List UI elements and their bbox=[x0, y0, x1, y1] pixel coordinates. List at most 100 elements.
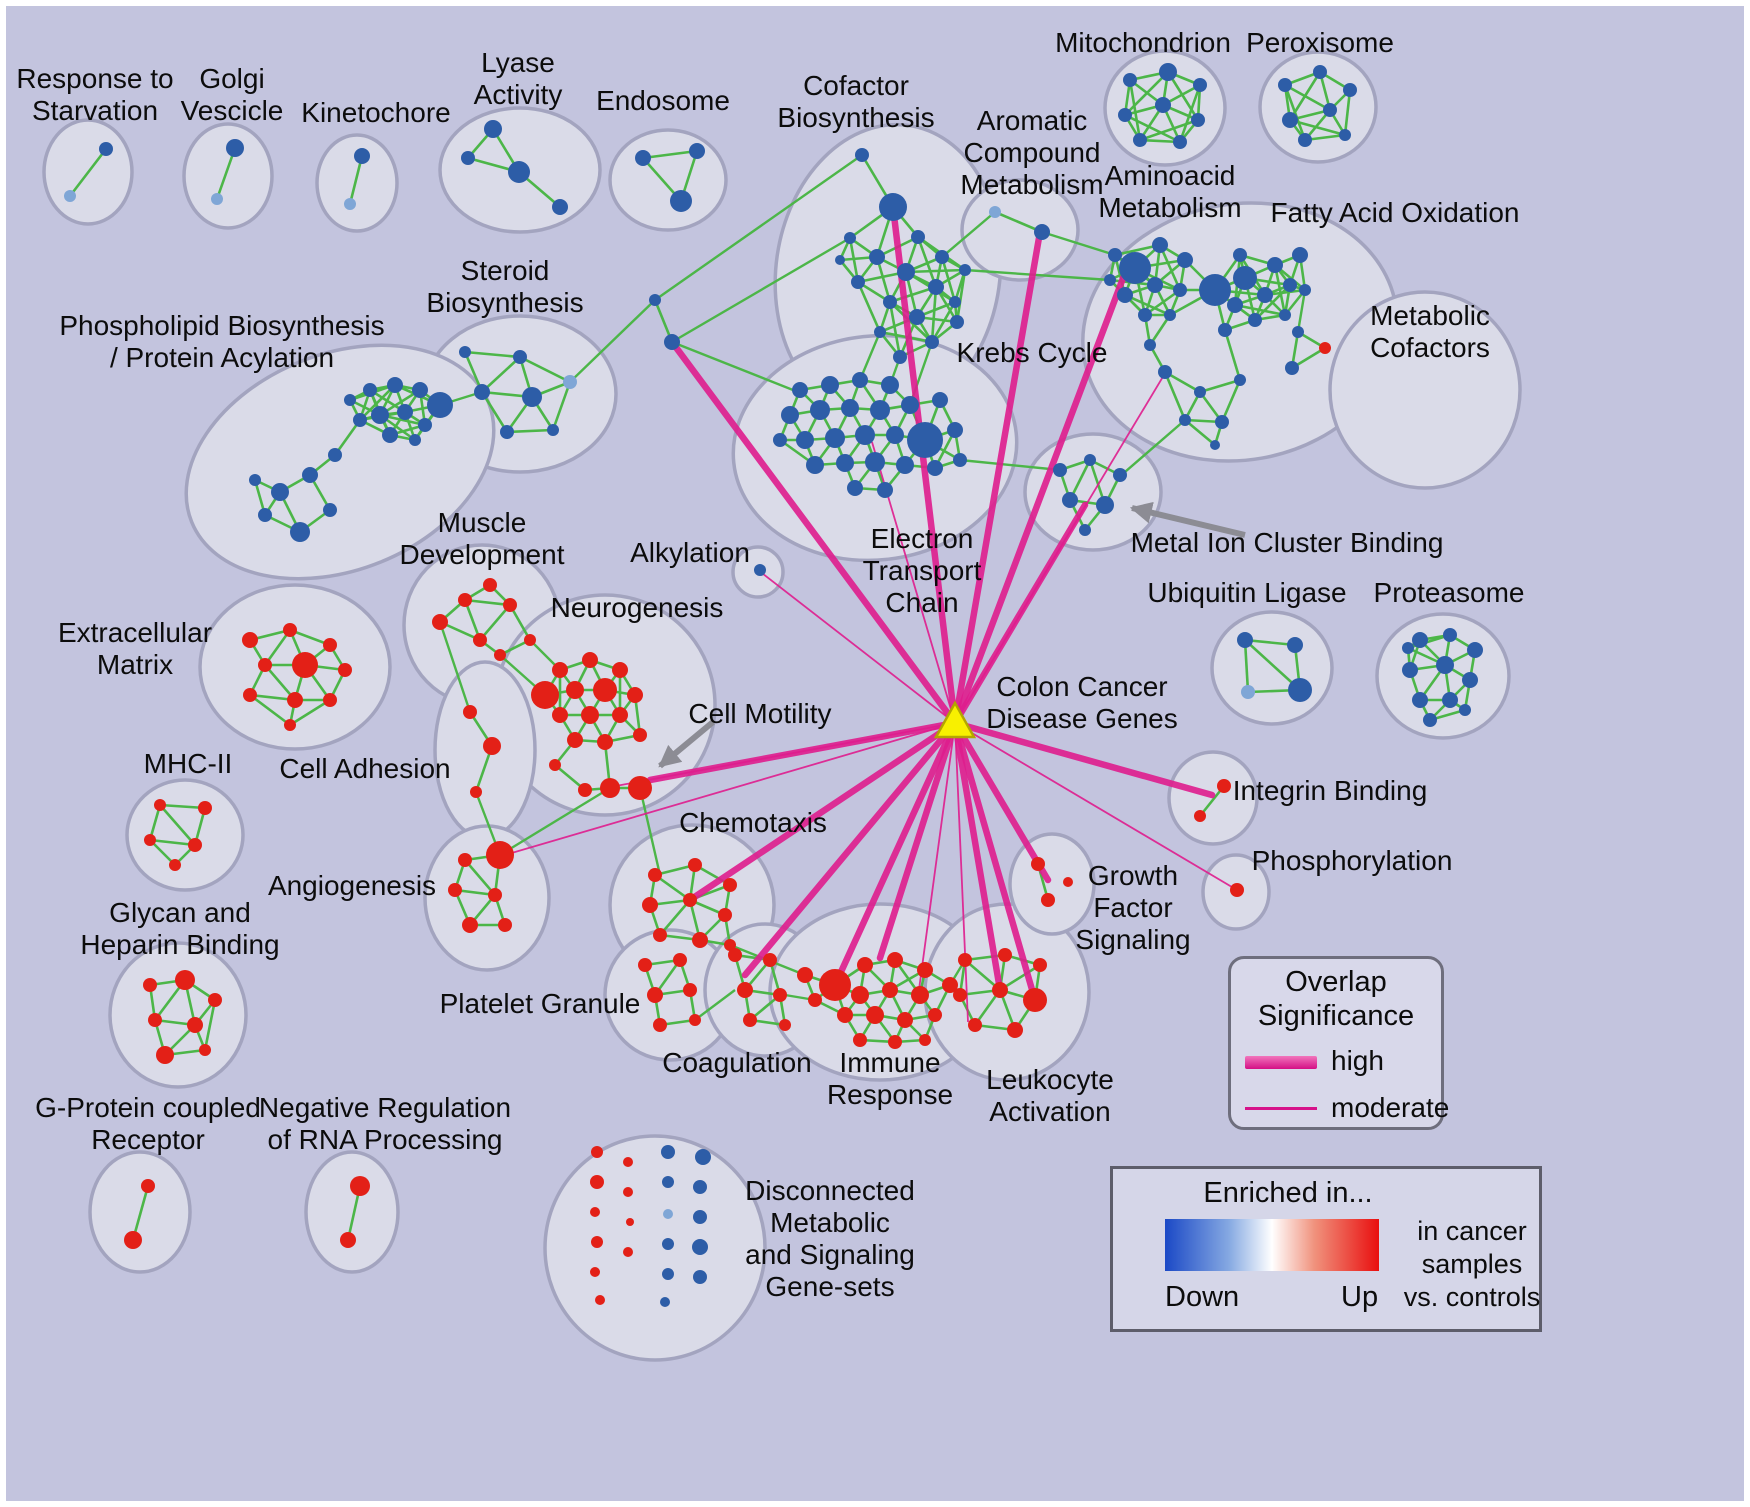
cofactor-biosynthesis-node bbox=[893, 350, 907, 364]
angiogenesis-node bbox=[462, 917, 478, 933]
proteasome-node bbox=[1442, 692, 1458, 708]
proteasome-node bbox=[1412, 632, 1428, 648]
mhc-ii-edge bbox=[148, 804, 162, 841]
chemotaxis-node bbox=[692, 932, 708, 948]
endosome-node bbox=[670, 190, 692, 212]
peroxisome-node bbox=[1278, 78, 1292, 92]
immune-response-node bbox=[919, 1034, 931, 1046]
electron-transport-chain-node bbox=[953, 453, 967, 467]
peroxisome-node bbox=[1298, 133, 1312, 147]
mitochondrion-node bbox=[1133, 133, 1147, 147]
mitochondrion-edge bbox=[1128, 79, 1142, 141]
peroxisome-node bbox=[1343, 83, 1357, 97]
aminoacid-metabolism-fatty-acid-oxidation-node bbox=[1108, 248, 1122, 262]
cofactor-biosynthesis-node bbox=[851, 275, 865, 289]
disconnected-metabolic-and-signaling-gene-sets-node bbox=[692, 1239, 708, 1255]
immune-response-node bbox=[819, 969, 851, 1001]
platelet-granule-node bbox=[689, 1014, 701, 1026]
electron-transport-chain-node bbox=[947, 422, 963, 438]
mitochondrion-label: Mitochondrion bbox=[1055, 27, 1231, 58]
cofactor-biosynthesis-node bbox=[949, 296, 961, 308]
extracellular-matrix-node bbox=[283, 623, 297, 637]
peroxisome-label: Peroxisome bbox=[1246, 27, 1394, 58]
electron-transport-chain-node bbox=[907, 422, 943, 458]
golgi-vescicle-node bbox=[226, 139, 244, 157]
cofactor-biosynthesis-node bbox=[835, 255, 845, 265]
g-protein-coupled-receptor-edge bbox=[131, 1185, 150, 1241]
peroxisome-edge bbox=[1284, 83, 1331, 112]
inter-cluster-edge bbox=[671, 236, 851, 344]
electron-transport-chain-node bbox=[781, 406, 799, 424]
chemotaxis-node bbox=[642, 897, 658, 913]
metal-ion-cluster-binding-node bbox=[1062, 492, 1078, 508]
phospholipid-biosynthesis-protein-acylation-edge bbox=[333, 419, 362, 456]
aminoacid-metabolism-fatty-acid-oxidation-node bbox=[1179, 414, 1191, 426]
layer-hub bbox=[933, 700, 977, 739]
inter-cluster-edge bbox=[694, 989, 736, 1021]
electron-transport-chain-node bbox=[792, 382, 808, 398]
aminoacid-metabolism-fatty-acid-oxidation-node bbox=[1218, 323, 1232, 337]
aminoacid-metabolism-fatty-acid-oxidation-node bbox=[1104, 274, 1116, 286]
neurogenesis-node bbox=[612, 707, 628, 723]
overlap-link-high bbox=[951, 719, 1052, 884]
aminoacid-metabolism-fatty-acid-oxidation-node bbox=[1119, 252, 1151, 284]
leukocyte-activation-node bbox=[1007, 1022, 1023, 1038]
disconnected-metabolic-and-signaling-gene-sets-node bbox=[590, 1175, 604, 1189]
electron-transport-chain-node bbox=[927, 460, 943, 476]
cofactor-biosynthesis-node bbox=[883, 295, 897, 309]
glycan-and-heparin-binding-node bbox=[156, 1046, 174, 1064]
response-to-starvation-node bbox=[99, 142, 113, 156]
mitochondrion-node bbox=[1118, 108, 1132, 122]
enrichment-note: in cancer samples vs. controls bbox=[1403, 1216, 1541, 1312]
aromatic-compound-metabolism-edge bbox=[994, 210, 1043, 234]
phosphorylation-node bbox=[1230, 883, 1244, 897]
cofactor-biosynthesis-node bbox=[874, 326, 886, 338]
mitochondrion-edge bbox=[1124, 113, 1181, 144]
cofactor-biosynthesis-edge bbox=[888, 301, 902, 358]
inter-cluster-edge bbox=[654, 154, 863, 301]
steroid-biosynthesis-edge bbox=[464, 350, 521, 359]
proteasome-node bbox=[1467, 642, 1483, 658]
aminoacid-metabolism-fatty-acid-oxidation-node bbox=[1147, 277, 1163, 293]
neurogenesis-node bbox=[582, 652, 598, 668]
aminoacid-metabolism-fatty-acid-oxidation-node bbox=[1158, 365, 1172, 379]
overlap-significance-legend: Overlap Significance high moderate bbox=[1228, 956, 1449, 1130]
steroid-biosynthesis-node bbox=[459, 346, 471, 358]
aminoacid-metabolism-fatty-acid-oxidation-edge bbox=[1158, 244, 1182, 291]
electron-transport-chain-node bbox=[821, 376, 839, 394]
glycan-and-heparin-binding-node bbox=[175, 970, 195, 990]
phospholipid-biosynthesis-protein-acylation-node bbox=[290, 522, 310, 542]
disconnected-metabolic-and-signaling-gene-sets-node bbox=[626, 1218, 634, 1226]
negative-regulation-of-rna-processing-area bbox=[304, 1150, 400, 1274]
peroxisome-edge bbox=[1343, 89, 1352, 136]
overlap-link-high bbox=[831, 719, 959, 989]
aminoacid-metabolism-fatty-acid-oxidation-node bbox=[1194, 386, 1206, 398]
inter-cluster-edge bbox=[569, 299, 656, 383]
immune-response-node bbox=[928, 1008, 942, 1022]
electron-transport-chain-node bbox=[877, 482, 893, 498]
immune-response-node bbox=[808, 993, 822, 1007]
coagulation-node bbox=[773, 988, 787, 1002]
chemotaxis-node bbox=[723, 878, 737, 892]
phospholipid-biosynthesis-protein-acylation-edge bbox=[359, 384, 396, 421]
peroxisome-node bbox=[1339, 129, 1351, 141]
chemotaxis-label: Chemotaxis bbox=[679, 807, 827, 838]
endosome-node bbox=[635, 150, 651, 166]
cofactor-biosynthesis-node bbox=[925, 335, 939, 349]
extracellular-matrix-node bbox=[243, 688, 257, 702]
extracellular-matrix-node bbox=[242, 632, 258, 648]
cell-adhesion-node bbox=[483, 737, 501, 755]
neurogenesis-node bbox=[627, 687, 643, 703]
immune-response-node bbox=[882, 982, 898, 998]
cofactor-biosynthesis-node bbox=[844, 232, 856, 244]
metabolic-cofactors-node bbox=[1292, 326, 1304, 338]
metal-ion-cluster-binding-node bbox=[1113, 468, 1127, 482]
mitochondrion-node bbox=[1193, 78, 1207, 92]
disconnected-metabolic-and-signaling-gene-sets-node bbox=[693, 1180, 707, 1194]
aminoacid-metabolism-fatty-acid-oxidation-edge bbox=[1144, 288, 1181, 317]
immune-response-node bbox=[837, 1007, 853, 1023]
